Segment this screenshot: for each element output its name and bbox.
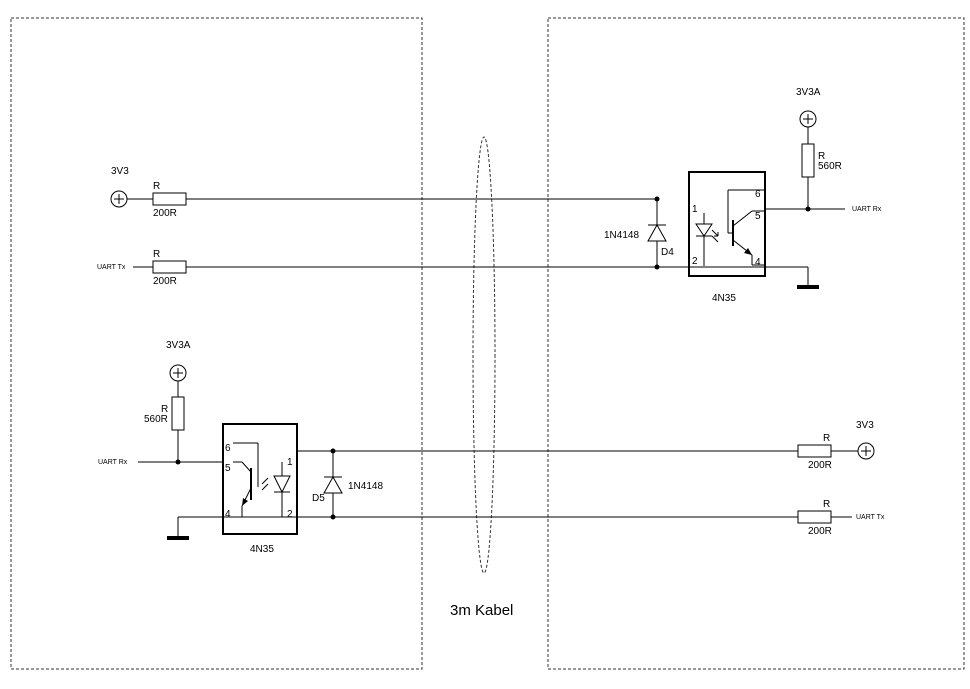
right-optocoupler-4n35: 1 2 6 5 4 4N35: [688, 171, 766, 304]
right-resistor-tx: R 200R: [797, 499, 832, 537]
svg-text:1N4148: 1N4148: [348, 481, 383, 492]
svg-text:2: 2: [287, 509, 293, 520]
svg-text:R: R: [161, 404, 168, 415]
junction-dot: [175, 459, 181, 465]
junction-dot: [805, 206, 811, 212]
cable-bundle-ellipse: [472, 136, 496, 574]
left-uart-tx-label: UART Tx: [97, 264, 126, 271]
left-diode-d5: 1N4148 D5: [312, 451, 383, 517]
right-supply-3v3: 3V3: [856, 420, 875, 460]
svg-text:1: 1: [692, 204, 698, 215]
svg-text:5: 5: [225, 463, 231, 474]
right-uart-tx-label: UART Tx: [856, 514, 885, 521]
svg-text:3V3A: 3V3A: [166, 340, 191, 351]
svg-text:R: R: [153, 249, 160, 260]
left-resistor-tx: R 200R: [152, 249, 187, 287]
svg-text:5: 5: [755, 211, 761, 222]
svg-text:200R: 200R: [808, 526, 832, 537]
svg-text:560R: 560R: [144, 414, 168, 425]
svg-text:1N4148: 1N4148: [604, 230, 639, 241]
svg-text:6: 6: [755, 189, 761, 200]
svg-text:R: R: [153, 181, 160, 192]
svg-text:D5: D5: [312, 493, 325, 504]
svg-text:4N35: 4N35: [250, 544, 274, 555]
right-board-outline: [547, 17, 965, 670]
left-resistor-pullup: R 560R: [144, 396, 185, 431]
svg-text:R: R: [818, 151, 825, 162]
svg-text:3V3A: 3V3A: [796, 87, 821, 98]
svg-text:R: R: [823, 499, 830, 510]
right-resistor-pullup: R 560R: [801, 143, 842, 178]
svg-text:200R: 200R: [153, 276, 177, 287]
svg-text:560R: 560R: [818, 161, 842, 172]
svg-text:200R: 200R: [808, 460, 832, 471]
right-supply-3v3a: 3V3A: [796, 87, 821, 128]
right-diode-d4: 1N4148 D4: [604, 199, 674, 267]
svg-text:2: 2: [692, 256, 698, 267]
svg-text:3V3: 3V3: [111, 166, 129, 177]
cable-label: 3m Kabel: [450, 602, 513, 619]
right-uart-rx-label: UART Rx: [852, 206, 882, 213]
svg-text:D4: D4: [661, 247, 674, 258]
svg-text:1: 1: [287, 457, 293, 468]
left-optocoupler-4n35: 6 5 4 1 2 4N35: [222, 423, 298, 555]
svg-text:200R: 200R: [153, 208, 177, 219]
left-resistor-top: R 200R: [152, 181, 187, 219]
svg-text:4: 4: [225, 509, 231, 520]
svg-text:3V3: 3V3: [856, 420, 874, 431]
left-uart-rx-label: UART Rx: [98, 459, 128, 466]
left-board-outline: [10, 17, 423, 670]
svg-text:4N35: 4N35: [712, 293, 736, 304]
svg-text:4: 4: [755, 257, 761, 268]
left-supply-3v3a: 3V3A: [166, 340, 191, 382]
svg-text:6: 6: [225, 443, 231, 454]
svg-text:R: R: [823, 433, 830, 444]
right-resistor-bottom: R 200R: [797, 433, 832, 471]
left-supply-3v3: 3V3: [110, 166, 129, 208]
